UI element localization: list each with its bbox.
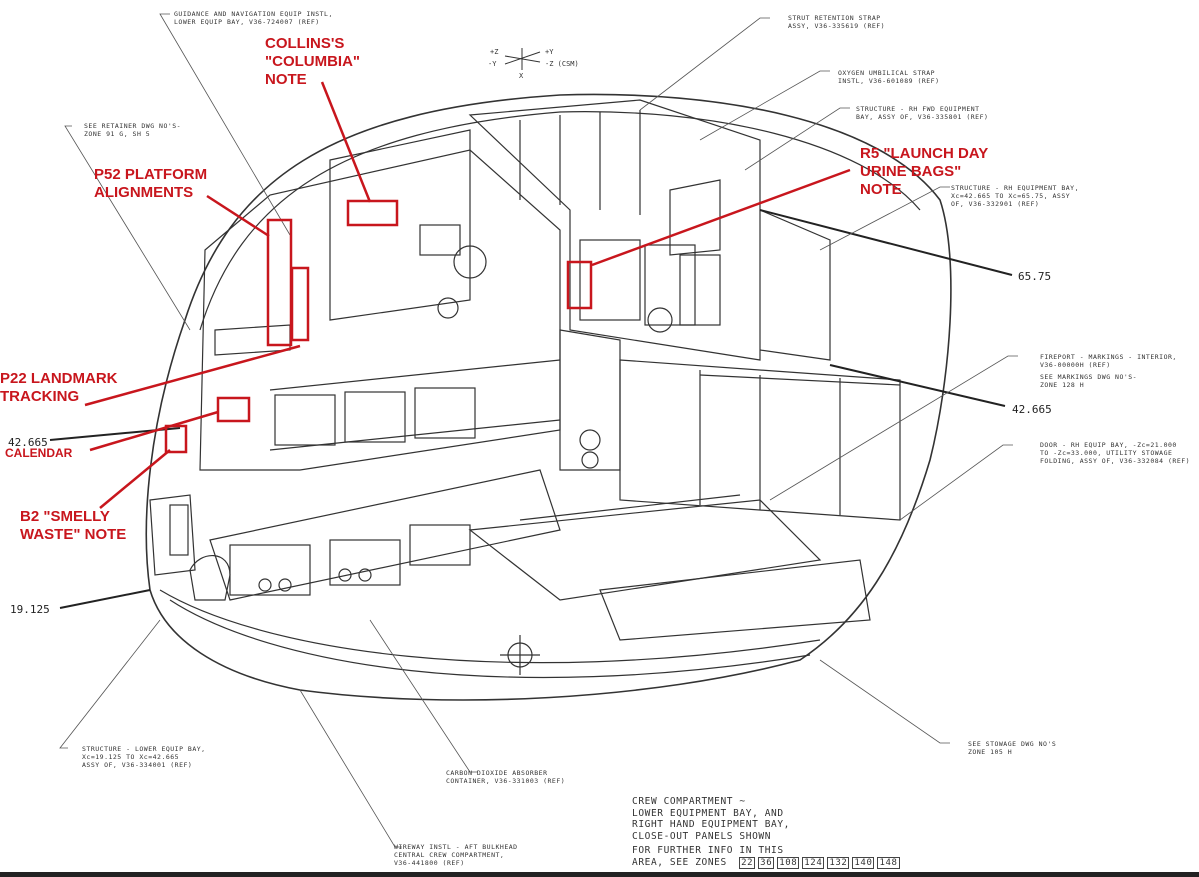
zone-box: 132 <box>827 856 850 869</box>
title-line-6: AREA, SEE ZONES <box>632 856 727 868</box>
zone-box: 124 <box>802 856 825 869</box>
callout-strut-retention: STRUT RETENTION STRAP ASSY, V36-335619 (… <box>788 14 886 30</box>
axis-triad <box>504 48 541 70</box>
zone-box: 22 <box>739 856 756 869</box>
callout-stowage: SEE STOWAGE DWG NO'S ZONE 105 H <box>968 740 1057 756</box>
axis-minus-z: -Z (CSM) <box>545 60 579 68</box>
title-line-4: CLOSE-OUT PANELS SHOWN <box>632 830 772 842</box>
dimension-42-665-left: 42.665 <box>8 436 48 449</box>
annotation-markings <box>84 81 851 509</box>
title-line-3: RIGHT HAND EQUIPMENT BAY, <box>632 819 790 830</box>
zone-box: 148 <box>877 856 900 869</box>
r5-urine-bags-note-label: R5 "LAUNCH DAY URINE BAGS" NOTE <box>860 145 989 198</box>
zone-box: 108 <box>777 856 800 869</box>
axis-minus-y: -Y <box>488 60 497 68</box>
calendar-label: CALENDAR <box>5 446 73 460</box>
title-line-2: LOWER EQUIPMENT BAY, AND <box>632 807 784 819</box>
callout-retainer: SEE RETAINER DWG NO'S- ZONE 91 G, SH 5 <box>84 122 182 138</box>
axis-plus-y: +Y <box>545 48 554 56</box>
b2-smelly-waste-note-label: B2 "SMELLY WASTE" NOTE <box>20 508 127 543</box>
dimension-65-75: 65.75 <box>1018 270 1052 283</box>
axis-x: X <box>519 72 524 80</box>
p52-platform-alignments-label: P52 PLATFORM ALIGNMENTS <box>94 166 208 201</box>
callout-markings: SEE MARKINGS DWG NO'S- ZONE 128 H <box>1040 373 1138 389</box>
dimension-19-125: 19.125 <box>10 603 50 616</box>
callout-lower-equip-bay: STRUCTURE - LOWER EQUIP BAY, Xc=19.125 T… <box>82 745 206 769</box>
title-line-5: FOR FURTHER INFO IN THIS <box>632 845 784 856</box>
callout-fireport: FIREPORT - MARKINGS - INTERIOR, V36-0000… <box>1040 353 1177 369</box>
callout-wireway: WIREWAY INSTL - AFT BULKHEAD CENTRAL CRE… <box>394 843 518 867</box>
callout-oxygen-umbilical: OXYGEN UMBILICAL STRAP INSTL, V36-601089… <box>838 69 940 85</box>
zone-box: 36 <box>758 856 775 869</box>
title-block: CREW COMPARTMENT ~ LOWER EQUIPMENT BAY, … <box>632 796 903 869</box>
dimension-42-665-right: 42.665 <box>1012 403 1052 416</box>
dimension-lines <box>49 209 1013 609</box>
callout-leaders <box>59 13 1018 848</box>
p22-landmark-tracking-label: P22 LANDMARK TRACKING <box>0 370 118 405</box>
title-line-1: CREW COMPARTMENT ~ <box>632 796 746 807</box>
callout-guidance-navigation: GUIDANCE AND NAVIGATION EQUIP INSTL, LOW… <box>174 10 333 26</box>
zone-box: 140 <box>852 856 875 869</box>
bottom-border <box>0 872 1199 877</box>
callout-co2-absorber: CARBON DIOXIDE ABSORBER CONTAINER, V36-3… <box>446 769 566 785</box>
callout-door-rh-bay: DOOR - RH EQUIP BAY, -Zc=21.000 TO -Zc=3… <box>1040 441 1191 465</box>
collins-columbia-note-label: COLLINS'S "COLUMBIA" NOTE <box>265 35 361 88</box>
callout-rh-fwd-bay: STRUCTURE - RH FWD EQUIPMENT BAY, ASSY O… <box>856 105 989 121</box>
capsule-outline <box>145 93 952 701</box>
callout-rh-equipment-bay: STRUCTURE - RH EQUIPMENT BAY, Xc=42.665 … <box>951 184 1079 208</box>
axis-plus-z: +Z <box>490 48 499 56</box>
